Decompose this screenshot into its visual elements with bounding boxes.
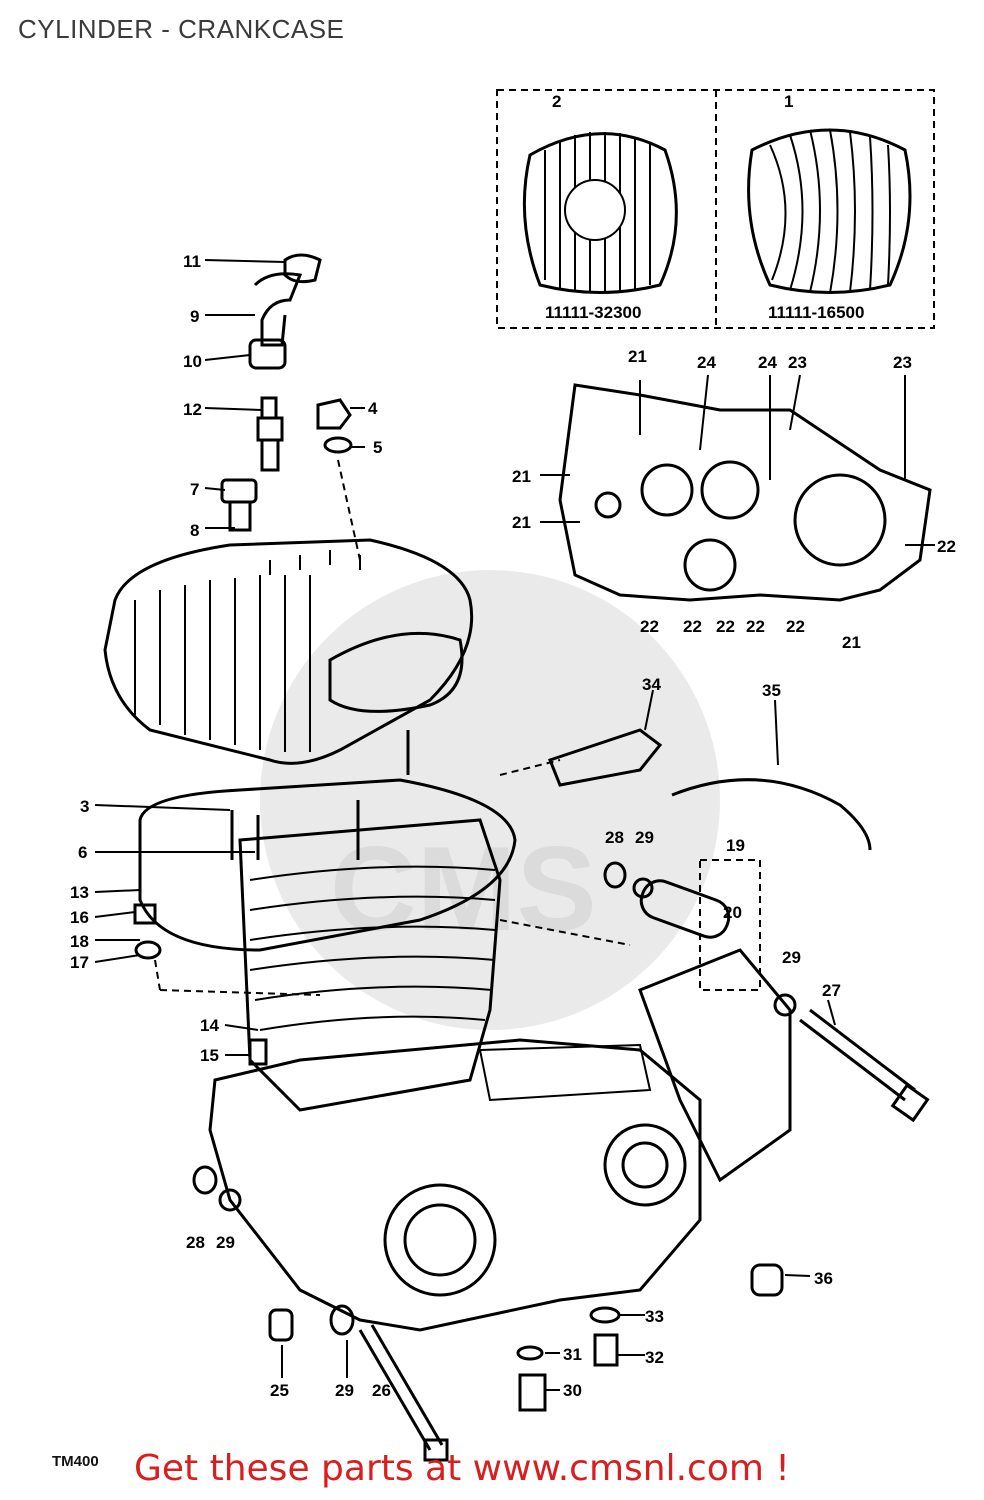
callout-33: 33 <box>645 1307 664 1326</box>
callout-21: 21 <box>628 347 647 366</box>
cms-watermark: CMS <box>260 570 720 1030</box>
inset-left-part-number: 11111-32300 <box>545 303 641 322</box>
callout-23: 23 <box>893 353 912 372</box>
callout-16: 16 <box>70 908 89 927</box>
head-gasket <box>138 778 517 952</box>
through-bolt <box>358 1324 449 1462</box>
callout-22: 22 <box>746 617 765 636</box>
callout-36: 36 <box>814 1269 833 1288</box>
callout-17: 17 <box>70 953 89 972</box>
callout-18: 18 <box>70 932 89 951</box>
callout-22: 22 <box>683 617 702 636</box>
callout-22: 22 <box>640 617 659 636</box>
callout-6: 6 <box>78 843 87 862</box>
callout-21: 21 <box>512 467 531 486</box>
callout-31: 31 <box>563 1345 582 1364</box>
footer-link[interactable]: Get these parts at www.cmsnl.com ! <box>134 1448 790 1489</box>
callout-25: 25 <box>270 1381 289 1400</box>
overflow-tube <box>671 778 872 851</box>
callout-10: 10 <box>183 352 202 371</box>
callout-35: 35 <box>762 681 781 700</box>
callout-22: 22 <box>786 617 805 636</box>
crankcase-assembly <box>208 948 792 1332</box>
callout-5: 5 <box>373 438 382 457</box>
leader-lines <box>94 259 935 1391</box>
callout-22: 22 <box>937 537 956 556</box>
cylinder-head <box>103 538 474 765</box>
callout-29: 29 <box>335 1381 354 1400</box>
spark-plug <box>256 396 353 472</box>
breather-fitting <box>248 253 322 370</box>
small-fasteners <box>133 861 797 1412</box>
callout-30: 30 <box>563 1381 582 1400</box>
callout-20: 20 <box>723 903 742 922</box>
callout-7: 7 <box>190 480 199 499</box>
callout-12: 12 <box>183 400 202 419</box>
callout-28: 28 <box>186 1233 205 1252</box>
callout-26: 26 <box>372 1381 391 1400</box>
ref-1: 1 <box>784 92 793 111</box>
crankcase-half <box>558 383 932 602</box>
callout-29: 29 <box>216 1233 235 1252</box>
callout-15: 15 <box>200 1046 219 1065</box>
callout-21: 21 <box>512 513 531 532</box>
temperature-gauge-plug <box>220 478 258 532</box>
callout-23: 23 <box>788 353 807 372</box>
callout-13: 13 <box>70 883 89 902</box>
callout-29: 29 <box>782 948 801 967</box>
callout-28: 28 <box>605 828 624 847</box>
inset-right-part-number: 11111-16500 <box>768 303 864 322</box>
callout-3: 3 <box>80 797 89 816</box>
inset-head-variants: 2 1 <box>496 89 935 329</box>
page-title: CYLINDER - CRANKCASE <box>18 14 345 44</box>
callout-11: 11 <box>183 252 201 271</box>
bracket <box>548 728 663 787</box>
callout-24: 24 <box>758 353 777 372</box>
callout-22: 22 <box>716 617 735 636</box>
callout-32: 32 <box>645 1348 664 1367</box>
callout-14: 14 <box>200 1016 219 1035</box>
callout-27: 27 <box>822 981 841 1000</box>
ref-2: 2 <box>552 92 561 111</box>
callout-34: 34 <box>642 675 661 694</box>
callout-21: 21 <box>842 633 861 652</box>
svg-text:CMS: CMS <box>330 822 597 956</box>
callout-9: 9 <box>190 307 199 326</box>
long-bolt <box>799 1008 930 1123</box>
callout-24: 24 <box>697 353 716 372</box>
callout-29: 29 <box>635 828 654 847</box>
callout-4: 4 <box>368 399 378 418</box>
breather-tube <box>639 859 761 991</box>
model-code: TM400 <box>52 1453 99 1470</box>
callout-19: 19 <box>726 836 745 855</box>
callout-8: 8 <box>190 521 199 540</box>
